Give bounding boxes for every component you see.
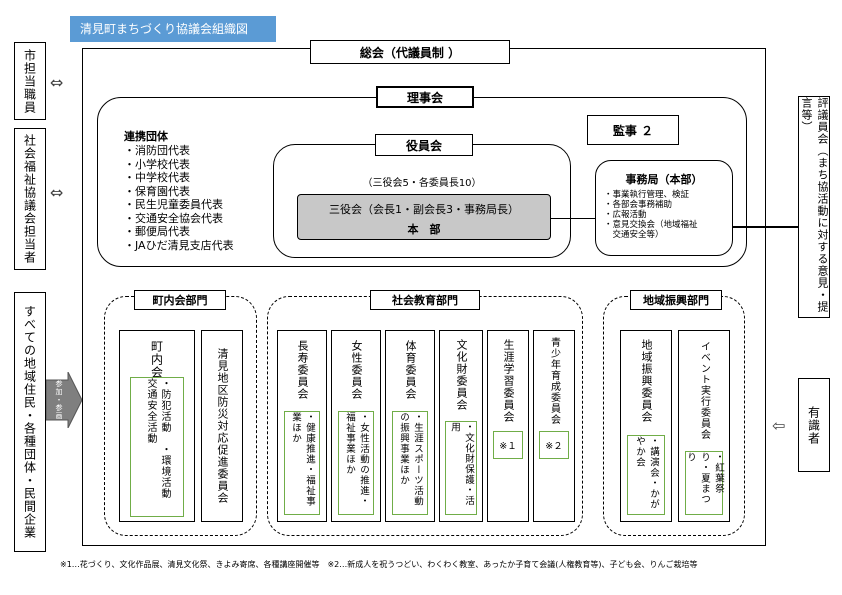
- secretariat-list: ・事業執行管理、検証 ・各部会事務補助 ・広報活動 ・意見交換会（地域福祉 交通…: [604, 190, 724, 240]
- committee-name: 長寿委員会: [296, 340, 309, 400]
- council-box: 評議員会（まち協活動に対する意見・提言等）: [798, 96, 830, 318]
- general-assembly-box: 総会（代議員制 ）: [310, 40, 510, 64]
- diagram-title: 清見町まちづくり協議会組織図: [70, 16, 276, 42]
- committee-name: 文化財委員会: [455, 339, 468, 411]
- list-item: ・広報活動: [604, 210, 647, 220]
- list-item: 交通安全等）: [604, 230, 664, 240]
- committee-activity: ・文化財保護・活用: [449, 422, 474, 506]
- list-item: ・交通安全協会代表: [124, 211, 223, 225]
- connector-line: [551, 218, 595, 219]
- committee-box: 体育委員会 ・生涯スポーツ活動の振興事業ほか: [385, 330, 435, 522]
- town-assoc-label: 町内会: [149, 339, 164, 379]
- committee-box: 生涯学習委員会 ※１: [487, 330, 529, 522]
- list-item: ・JAひだ清見支店代表: [124, 238, 234, 252]
- regional-dept-box: 地域振興部門: [630, 290, 722, 310]
- social-dept-label: 社会教育部門: [392, 294, 458, 307]
- committee-name: 体育委員会: [404, 340, 417, 400]
- welfare-council-box: 社会福祉協議会担当者: [14, 128, 46, 270]
- council-connector: [733, 226, 798, 228]
- committee-name: 青少年育成委員会: [548, 337, 560, 425]
- list-item: ・事業執行管理、検証: [604, 190, 690, 200]
- committee-box: イベント実行委員会 ・紅葉祭り・夏まつり: [678, 330, 730, 522]
- committee-box: 青少年育成委員会 ※２: [533, 330, 575, 522]
- headquarters-line2: 本 部: [407, 223, 441, 236]
- list-item: ・保育園代表: [124, 184, 190, 198]
- committee-activity: ※２: [545, 441, 563, 452]
- committee-box: 地域振興委員会 ・講演会・かがやか会: [620, 330, 672, 522]
- left-arrow-icon: ⇦: [772, 416, 786, 435]
- regional-dept-label: 地域振興部門: [643, 294, 709, 307]
- committee-activity: ※１: [499, 441, 517, 452]
- list-item: ・郵便局代表: [124, 225, 190, 238]
- committee-activity: ・生涯スポーツ活動の振興事業ほか: [398, 412, 423, 507]
- auditor-box: 監事 ２: [587, 115, 679, 145]
- board-label: 理事会: [406, 90, 443, 105]
- disaster-committee-label: 清見地区防災対応促進委員会: [216, 348, 229, 504]
- officers-sub: （三役会5・各委員長10）: [362, 178, 482, 189]
- city-staff-box: 市担当職員: [14, 42, 46, 120]
- participation-label: 参加・参画: [55, 380, 63, 420]
- general-assembly-label: 総会（代議員制 ）: [359, 45, 461, 60]
- list-item: ・民生児童委員代表: [124, 198, 223, 211]
- town-dept-box: 町内会部門: [134, 290, 226, 310]
- social-dept-box: 社会教育部門: [370, 290, 480, 310]
- committee-name: 地域振興委員会: [640, 339, 653, 423]
- experts-label: 有識者: [806, 405, 821, 445]
- experts-box: 有識者: [798, 378, 830, 472]
- partners-title: 連携団体: [124, 130, 168, 143]
- board-box: 理事会: [376, 86, 474, 108]
- residents-box: すべての地域住民・各種団体・民間企業: [14, 292, 46, 552]
- secretariat-box: 事務局（本部） ・事業執行管理、検証 ・各部会事務補助 ・広報活動 ・意見交換会…: [595, 160, 733, 256]
- headquarters-line1: 三役会（会長1・副会長3・事務局長）: [329, 203, 519, 216]
- council-label: 評議員会（まち協活動に対する意見・提言等）: [800, 97, 829, 313]
- city-staff-label: 市担当職員: [22, 48, 37, 114]
- town-assoc-box: 町内会 ・防犯活動 ・環境活動 交通安全活動: [119, 330, 195, 522]
- welfare-council-label: 社会福祉協議会担当者: [22, 134, 37, 264]
- committee-activity: ・紅葉祭り・夏まつり: [685, 452, 724, 505]
- town-assoc-activities: ・防犯活動 ・環境活動 交通安全活動: [130, 377, 184, 517]
- secretariat-title: 事務局（本部）: [625, 173, 703, 186]
- committee-name: 女性委員会: [350, 340, 363, 400]
- officers-box: 役員会: [375, 134, 473, 156]
- committee-activity: ・健康推進・福祉事業ほか: [290, 412, 315, 507]
- committee-name: イベント実行委員会: [698, 340, 710, 440]
- auditor-label: 監事 ２: [612, 123, 654, 138]
- headquarters-box: 三役会（会長1・副会長3・事務局長） 本 部: [297, 194, 551, 240]
- list-item: ・小学校代表: [124, 157, 190, 171]
- disaster-committee-box: 清見地区防災対応促進委員会: [201, 330, 243, 522]
- committee-box: 女性委員会 ・女性活動の推進・福祉事業ほか: [331, 330, 381, 522]
- partners-list: ・消防団代表 ・小学校代表 ・中学校代表 ・保育園代表 ・民生児童委員代表 ・交…: [124, 144, 234, 252]
- list-item: ・意見交換会（地域福祉: [604, 220, 698, 230]
- partners-group: 連携団体 ・消防団代表 ・小学校代表 ・中学校代表 ・保育園代表 ・民生児童委員…: [124, 128, 234, 252]
- list-item: ・中学校代表: [124, 171, 190, 184]
- committee-activity: ・女性活動の推進・福祉事業ほか: [344, 412, 369, 507]
- officers-label: 役員会: [405, 138, 442, 153]
- list-item: ・消防団代表: [124, 144, 190, 157]
- committee-name: 生涯学習委員会: [502, 339, 515, 423]
- list-item: ・各部会事務補助: [604, 200, 673, 210]
- double-arrow-icon: ⇔: [50, 183, 64, 202]
- footnote: ※1…花づくり、文化作品展、清見文化祭、きよみ寄席、各種講座開催等 ※2…新成人…: [60, 560, 698, 569]
- committee-box: 長寿委員会 ・健康推進・福祉事業ほか: [277, 330, 327, 522]
- double-arrow-icon: ⇔: [50, 73, 64, 92]
- participation-arrow-icon: [46, 372, 82, 428]
- town-dept-label: 町内会部門: [152, 294, 208, 307]
- committee-activity: ・講演会・かがやか会: [634, 436, 659, 510]
- committee-box: 文化財委員会 ・文化財保護・活用: [439, 330, 483, 522]
- residents-label: すべての地域住民・各種団体・民間企業: [22, 305, 37, 539]
